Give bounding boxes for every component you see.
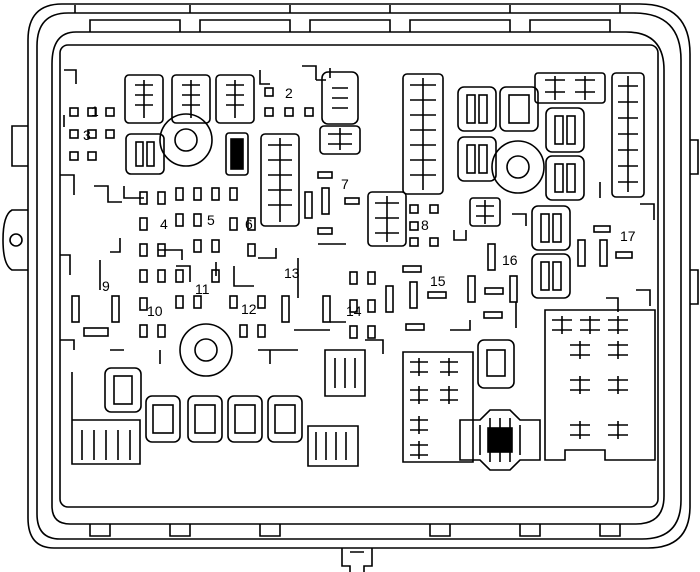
mounting-hole [9, 233, 23, 247]
callout-12: 12 [241, 301, 257, 317]
callout-3: 3 [83, 127, 91, 143]
relay-group-top-left [124, 74, 255, 176]
relay-grid-bottom-right [402, 309, 656, 463]
relay-group-mid-right [477, 205, 571, 389]
callout-15: 15 [430, 273, 446, 289]
housing-outer-wall [27, 3, 691, 549]
callout-7: 7 [341, 176, 349, 192]
housing-inner-wall [51, 31, 665, 525]
callout-14: 14 [346, 303, 362, 319]
relay-stack-center-left [260, 133, 300, 227]
internal-ribs [60, 65, 655, 364]
callout-2: 2 [285, 85, 293, 101]
housing-middle-wall [36, 12, 682, 540]
relay-group-bottom-left [71, 349, 366, 467]
maxi-fuse [225, 132, 249, 176]
housing [27, 3, 691, 549]
callout-9: 9 [102, 278, 110, 294]
mounting-ear [2, 125, 28, 271]
relay-group-top-right [457, 72, 645, 201]
callout-6: 6 [245, 216, 253, 232]
housing-floor [59, 44, 659, 508]
bottom-rim-notches [89, 524, 621, 537]
callout-1: 1 [91, 103, 99, 119]
side-clip-right [690, 139, 699, 305]
callout-16: 16 [502, 252, 518, 268]
blade-fuses [71, 171, 633, 337]
callout-10: 10 [147, 303, 163, 319]
top-rim-notches [74, 5, 621, 32]
relay-block-center [367, 191, 501, 247]
mounting-studs [159, 113, 545, 377]
callout-labels: 1 2 3 4 5 6 7 8 9 10 11 12 13 14 15 16 1… [83, 85, 636, 319]
callout-8: 8 [421, 217, 429, 233]
mini-fuses [69, 87, 439, 339]
callout-13: 13 [284, 265, 300, 281]
relay-stack-center [402, 73, 444, 195]
callout-17: 17 [620, 228, 636, 244]
callout-11: 11 [195, 281, 210, 297]
callout-4: 4 [160, 216, 168, 232]
relay-center-top [319, 71, 361, 155]
wiring-connector [459, 409, 541, 471]
bottom-connector-tab [341, 548, 373, 572]
callout-5: 5 [207, 212, 215, 228]
